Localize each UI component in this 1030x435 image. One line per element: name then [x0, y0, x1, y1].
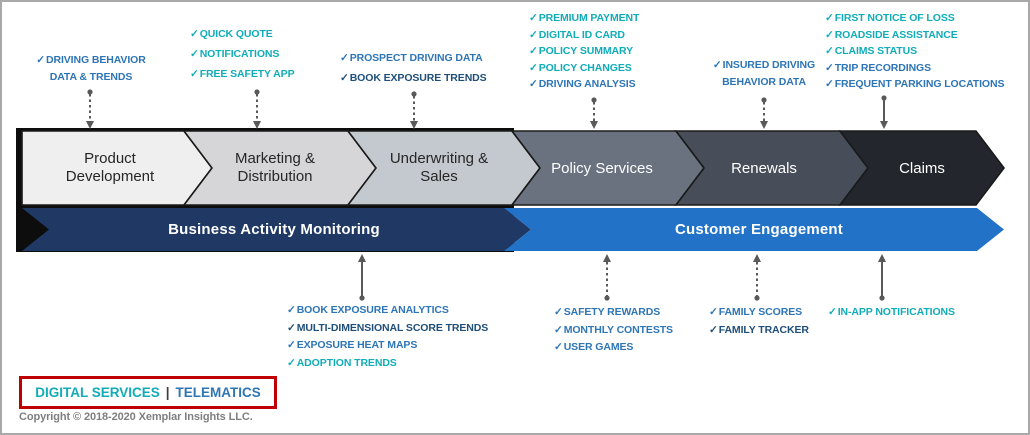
stage-label-renewals: Renewals [731, 160, 797, 177]
annotation-text: MULTI-DIMENSIONAL SCORE TRENDS [296, 321, 489, 334]
check-icon: ✓ [709, 323, 718, 336]
legend-separator: | [165, 385, 170, 400]
annotation-group-marketing: ✓QUICK QUOTE ✓NOTIFICATIONS ✓FREE SAFETY… [190, 24, 295, 84]
stage-label-claims: Claims [899, 160, 945, 177]
annotation-text: BOOK EXPOSURE TRENDS [349, 72, 487, 84]
annotation-group-engagement-3: ✓IN-APP NOTIFICATIONS [828, 304, 955, 322]
annotation-text: BEHAVIOR DATA [722, 75, 806, 88]
arrow-down-4 [590, 97, 598, 129]
banner-label-business-activity-monitoring: Business Activity Monitoring [168, 221, 380, 238]
annotation-text: IN-APP NOTIFICATIONS [837, 306, 955, 318]
annotation-group-underwriting: ✓PROSPECT DRIVING DATA ✓BOOK EXPOSURE TR… [340, 48, 487, 88]
annotation-group-engagement-1: ✓SAFETY REWARDS ✓MONTHLY CONTESTS ✓USER … [554, 304, 673, 357]
check-icon: ✓ [287, 304, 296, 316]
check-icon: ✓ [529, 78, 538, 90]
check-icon: ✓ [712, 59, 722, 71]
annotation-text: SAFETY REWARDS [563, 306, 661, 318]
legend-digital-services: DIGITAL SERVICES [35, 385, 160, 400]
annotation-text: PREMIUM PAYMENT [538, 12, 640, 24]
check-icon: ✓ [825, 12, 834, 24]
annotation-group-product-development: ✓DRIVING BEHAVIOR DATA & TRENDS [22, 52, 160, 85]
annotation-text: MONTHLY CONTESTS [563, 323, 673, 336]
check-icon: ✓ [190, 28, 199, 40]
arrow-down-2 [253, 89, 261, 129]
annotation-text: FREE SAFETY APP [199, 68, 295, 80]
annotation-text: PROSPECT DRIVING DATA [349, 52, 483, 64]
check-icon: ✓ [190, 68, 199, 80]
check-icon: ✓ [825, 61, 834, 74]
check-icon: ✓ [709, 306, 718, 318]
annotation-text: FAMILY TRACKER [718, 323, 809, 336]
annotation-text: CLAIMS STATUS [834, 45, 918, 57]
annotation-text: ADOPTION TRENDS [296, 356, 397, 369]
copyright-text: Copyright © 2018-2020 Xemplar Insights L… [19, 411, 253, 423]
check-icon: ✓ [529, 61, 538, 74]
arrow-up-1 [358, 254, 366, 301]
annotation-text: TRIP RECORDINGS [834, 61, 932, 74]
annotation-text: POLICY SUMMARY [538, 45, 633, 57]
arrow-down-1 [86, 89, 94, 129]
check-icon: ✓ [554, 341, 563, 353]
banner-customer-engagement [504, 208, 1004, 251]
stage-label-product-development: Product Development [65, 150, 155, 185]
arrow-down-3 [410, 91, 418, 129]
banner-business-activity-monitoring [22, 208, 531, 251]
legend-box: DIGITAL SERVICES | TELEMATICS [19, 376, 277, 409]
banner-label-customer-engagement: Customer Engagement [675, 221, 843, 238]
chevron-claims [838, 130, 1006, 206]
check-icon: ✓ [287, 339, 296, 351]
annotation-text: QUICK QUOTE [199, 28, 273, 40]
check-icon: ✓ [554, 306, 563, 318]
check-icon: ✓ [825, 78, 834, 90]
connector-arrows-up [358, 254, 886, 301]
annotation-text: INSURED DRIVING [722, 59, 816, 71]
stage-label-policy-services: Policy Services [551, 160, 653, 177]
check-icon: ✓ [825, 45, 834, 57]
annotation-group-renewals: ✓INSURED DRIVING BEHAVIOR DATA [694, 57, 834, 90]
check-icon: ✓ [340, 52, 349, 64]
arrow-up-3 [753, 254, 761, 301]
annotation-text: FAMILY SCORES [718, 306, 803, 318]
check-icon: ✓ [287, 356, 296, 369]
annotation-text: ROADSIDE ASSISTANCE [834, 28, 958, 41]
check-icon: ✓ [529, 45, 538, 57]
arrow-up-4 [878, 254, 886, 301]
annotation-group-bam: ✓BOOK EXPOSURE ANALYTICS ✓MULTI-DIMENSIO… [287, 302, 488, 372]
annotation-text: DATA & TRENDS [49, 70, 133, 83]
check-icon: ✓ [529, 28, 538, 41]
check-icon: ✓ [340, 72, 349, 84]
arrow-down-5 [760, 97, 768, 129]
check-icon: ✓ [36, 54, 45, 66]
annotation-group-claims: ✓FIRST NOTICE OF LOSS ✓ROADSIDE ASSISTAN… [825, 10, 1004, 93]
check-icon: ✓ [554, 323, 563, 336]
connector-arrows-down [86, 89, 888, 129]
annotation-text: USER GAMES [563, 341, 634, 353]
legend-telematics: TELEMATICS [175, 385, 261, 400]
stage-label-marketing-distribution: Marketing & Distribution [234, 150, 316, 185]
annotation-text: EXPOSURE HEAT MAPS [296, 339, 418, 351]
annotation-text: DIGITAL ID CARD [538, 28, 625, 41]
arrow-down-6 [880, 95, 888, 129]
annotation-text: BOOK EXPOSURE ANALYTICS [296, 304, 449, 316]
annotation-group-engagement-2: ✓FAMILY SCORES ✓FAMILY TRACKER [709, 304, 809, 339]
annotation-text: DRIVING BEHAVIOR [45, 54, 146, 66]
arrow-up-2 [603, 254, 611, 301]
check-icon: ✓ [529, 12, 538, 24]
annotation-text: FREQUENT PARKING LOCATIONS [834, 78, 1005, 90]
annotation-group-policy-services: ✓PREMIUM PAYMENT ✓DIGITAL ID CARD ✓POLIC… [529, 10, 639, 93]
check-icon: ✓ [287, 321, 296, 334]
annotation-text: NOTIFICATIONS [199, 48, 280, 60]
check-icon: ✓ [190, 48, 199, 60]
annotation-text: DRIVING ANALYSIS [538, 78, 636, 90]
stage-label-underwriting-sales: Underwriting & Sales [389, 150, 489, 185]
annotation-text: POLICY CHANGES [538, 61, 632, 74]
check-icon: ✓ [828, 306, 837, 318]
annotation-text: FIRST NOTICE OF LOSS [834, 12, 955, 24]
check-icon: ✓ [825, 28, 834, 41]
